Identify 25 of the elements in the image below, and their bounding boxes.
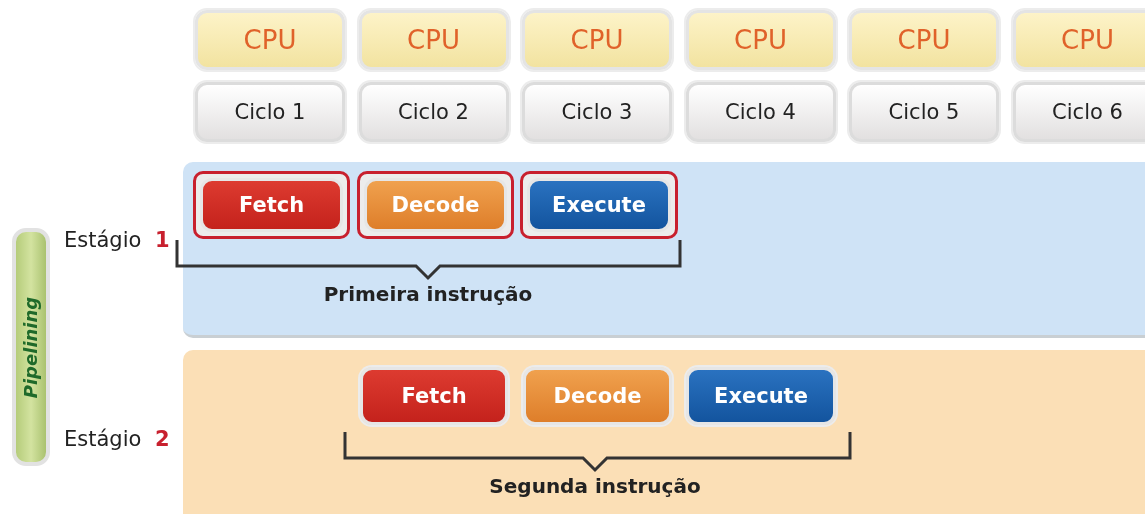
execute-stage-box: Execute [686, 367, 836, 425]
cycle-box: Ciclo 3 [522, 82, 672, 142]
cycle-box: Ciclo 6 [1012, 82, 1145, 142]
cpu-box: CPU [1012, 10, 1145, 70]
cycle-box: Ciclo 5 [849, 82, 999, 142]
cpu-box: CPU [849, 10, 999, 70]
instruction-label: Primeira instrução [323, 282, 533, 306]
cycle-box: Ciclo 4 [685, 82, 836, 142]
cpu-box: CPU [522, 10, 672, 70]
cpu-box: CPU [685, 10, 836, 70]
execute-stage-box: Execute [527, 178, 671, 232]
decode-stage-box: Decode [523, 367, 672, 425]
decode-stage-box: Decode [364, 178, 507, 232]
cycle-box: Ciclo 1 [195, 82, 345, 142]
cycle-box: Ciclo 2 [358, 82, 509, 142]
fetch-stage-box: Fetch [200, 178, 343, 232]
cpu-box: CPU [195, 10, 345, 70]
stage-label: Estágio [64, 228, 142, 252]
instruction-label: Segunda instrução [489, 474, 701, 498]
stage-number: 2 [155, 427, 170, 451]
instruction-band [183, 350, 1145, 514]
stage-number: 1 [155, 228, 170, 252]
pipelining-bar: Pipelining [12, 228, 50, 466]
cpu-box: CPU [358, 10, 509, 70]
fetch-stage-box: Fetch [360, 367, 508, 425]
